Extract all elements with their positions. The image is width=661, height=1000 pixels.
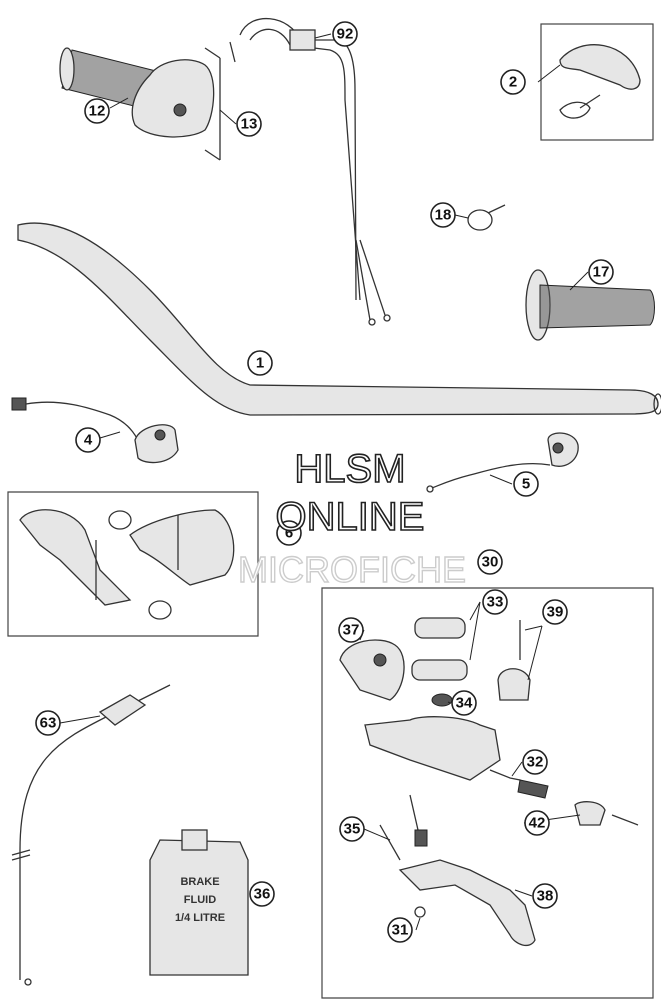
svg-text:4: 4 — [84, 432, 93, 449]
svg-text:37: 37 — [343, 622, 360, 639]
hot-start-cable — [11, 684, 171, 986]
callout-2: 2 — [500, 69, 526, 95]
watermark: HLSM ONLINE MICROFICHE — [237, 446, 466, 591]
svg-text:18: 18 — [435, 207, 452, 224]
watermark-line1: HLSM — [294, 447, 405, 491]
part-6-box — [7, 491, 259, 637]
callout-92: 92 — [332, 21, 358, 47]
svg-text:33: 33 — [487, 594, 504, 611]
svg-text:2: 2 — [509, 74, 517, 91]
svg-text:17: 17 — [593, 264, 610, 281]
watermark-line3: MICROFICHE — [238, 549, 466, 590]
callout-18: 18 — [430, 202, 456, 228]
brake-master-cylinder — [339, 617, 639, 947]
svg-text:5: 5 — [522, 476, 530, 493]
callout-1: 1 — [247, 350, 273, 376]
callout-30: 30 — [477, 549, 503, 575]
leader-lines — [59, 33, 589, 931]
svg-text:34: 34 — [456, 695, 473, 712]
svg-text:63: 63 — [40, 715, 57, 732]
svg-text:39: 39 — [547, 604, 564, 621]
svg-text:13: 13 — [241, 116, 258, 133]
svg-text:32: 32 — [527, 754, 544, 771]
callout-38: 38 — [532, 883, 558, 909]
svg-text:31: 31 — [392, 922, 409, 939]
svg-text:38: 38 — [537, 888, 554, 905]
svg-text:6: 6 — [285, 525, 293, 542]
callout-5: 5 — [513, 471, 539, 497]
callout-63: 63 — [35, 710, 61, 736]
part-2-box — [540, 23, 654, 141]
bottle-label-line2: FLUID — [184, 894, 216, 906]
svg-text:1: 1 — [256, 355, 264, 372]
callout-37: 37 — [338, 617, 364, 643]
bottle-label-line3: 1/4 LITRE — [175, 912, 225, 924]
throttle-grip — [59, 47, 221, 161]
svg-text:36: 36 — [254, 886, 271, 903]
callout-6: 6 — [276, 520, 302, 546]
callout-42: 42 — [524, 810, 550, 836]
svg-text:92: 92 — [337, 26, 354, 43]
cable-tie — [467, 204, 506, 231]
callout-36: 36 — [249, 881, 275, 907]
switch-5 — [426, 432, 579, 493]
callout-13: 13 — [236, 111, 262, 137]
callout-4: 4 — [75, 427, 101, 453]
callout-34: 34 — [451, 690, 477, 716]
callout-31: 31 — [387, 917, 413, 943]
svg-text:42: 42 — [529, 815, 546, 832]
switch-4 — [11, 397, 179, 464]
handlebar — [17, 222, 661, 416]
brake-assembly-box — [321, 587, 654, 999]
left-grip — [525, 269, 655, 341]
svg-text:35: 35 — [344, 821, 361, 838]
callout-33: 33 — [482, 589, 508, 615]
callout-32: 32 — [522, 749, 548, 775]
callout-39: 39 — [542, 599, 568, 625]
callout-17: 17 — [588, 259, 614, 285]
bolt-cover — [559, 44, 641, 119]
svg-text:12: 12 — [89, 103, 106, 120]
watermark-line2: ONLINE — [276, 495, 425, 539]
callout-12: 12 — [84, 98, 110, 124]
brake-fluid-bottle: BRAKE FLUID 1/4 LITRE — [149, 829, 249, 976]
handguards — [19, 509, 235, 620]
throttle-cables — [229, 18, 391, 326]
svg-text:30: 30 — [482, 554, 499, 571]
bottle-label-line1: BRAKE — [180, 876, 219, 888]
callout-35: 35 — [339, 816, 365, 842]
